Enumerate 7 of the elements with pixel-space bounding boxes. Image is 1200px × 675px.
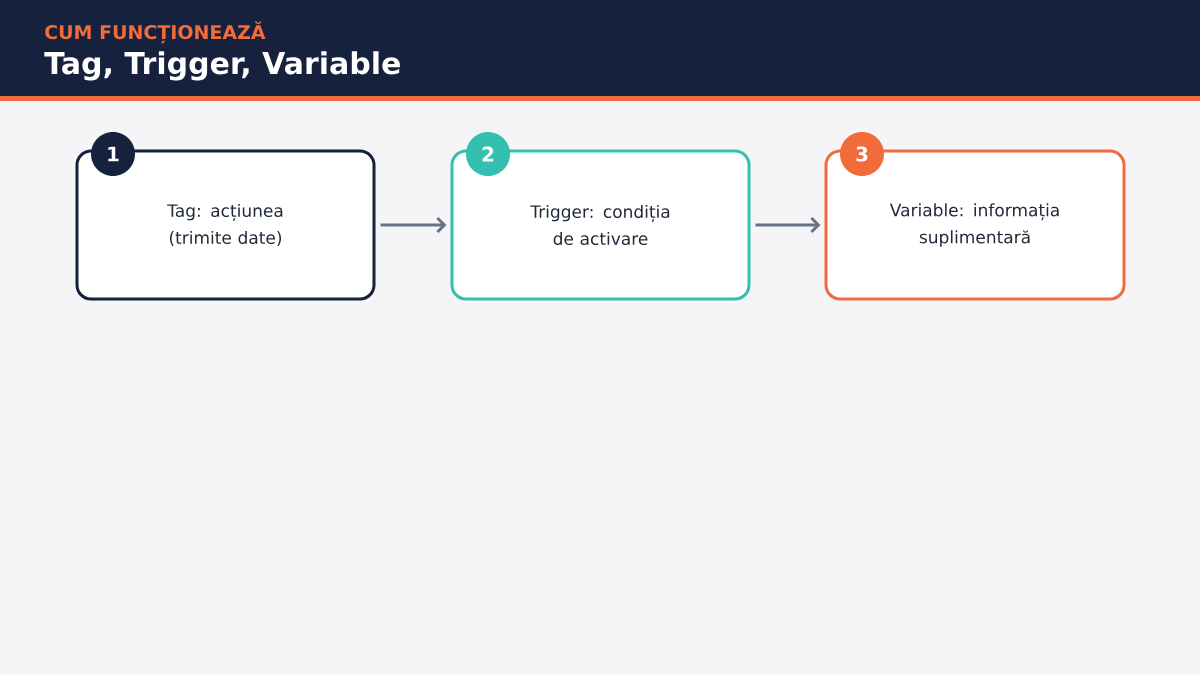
step-number-badge: 3 <box>840 132 884 176</box>
arrow <box>380 216 447 234</box>
title: Tag, Trigger, Variable <box>44 51 400 81</box>
step-number-badge: 2 <box>466 132 510 176</box>
kicker-text: CUM FUNCȚIONEAZĂ <box>45 21 266 44</box>
step-number-badge: 1 <box>91 132 135 176</box>
arrow <box>755 216 821 234</box>
